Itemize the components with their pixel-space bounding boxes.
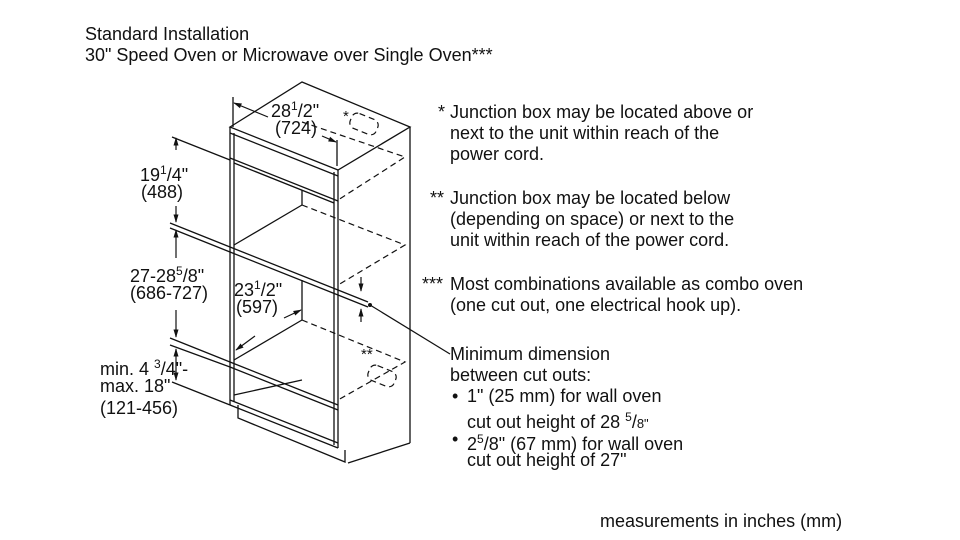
dim-upper-mm: (488) <box>141 182 184 202</box>
dim-num: 1 <box>160 163 167 177</box>
min-line: 1" (25 mm) for wall oven <box>467 386 662 406</box>
dim-cutout: 27-285/8" <box>130 264 205 286</box>
dim-den: 2" <box>265 280 283 300</box>
title-line-1: Standard Installation <box>85 24 250 44</box>
min-line: Minimum dimension <box>450 344 611 364</box>
dim-num: 5 <box>477 432 484 446</box>
dim-num: 5 <box>176 264 183 278</box>
dim-den: 4" <box>171 165 189 185</box>
dim-whole: min. 4 <box>100 359 155 379</box>
dim-lower-mm: (121-456) <box>100 398 179 418</box>
dim-num: 5 <box>625 410 632 424</box>
min-line: 25/8" (67 mm) for wall oven <box>467 429 683 455</box>
note-line: next to the unit within reach of the <box>450 123 720 143</box>
min-line: cut out height of 28 5/8" <box>467 410 649 432</box>
dim-depth-mm: (597) <box>236 297 279 317</box>
note-mark: ** <box>430 188 445 208</box>
junction-box-top <box>349 112 379 136</box>
dim-den: 8" <box>187 266 205 286</box>
note-line: power cord. <box>450 144 545 164</box>
dim-den: 2" <box>302 101 320 121</box>
dim-upper: 191/4" <box>140 163 189 185</box>
dim-num: 1 <box>254 278 261 292</box>
junction-box-bottom <box>367 364 397 388</box>
footer-units: measurements in inches (mm) <box>600 511 843 531</box>
dim-lower-min: min. 4 3/4"- <box>100 357 189 379</box>
dim-depth: 231/2" <box>234 278 283 300</box>
dim-whole: 23 <box>234 280 255 300</box>
min-line: cut out height of 27" <box>467 450 627 470</box>
bullet: • <box>452 429 459 449</box>
note-line: Junction box may be located below <box>450 188 731 208</box>
title-line-2: 30" Speed Oven or Microwave over Single … <box>85 45 493 65</box>
note-line: (depending on space) or next to the <box>450 209 735 229</box>
dim-den: 4"- <box>165 359 189 379</box>
marker-top-box: * <box>343 108 349 125</box>
text: /8" (67 mm) for wall oven <box>483 434 684 454</box>
note-line: unit within reach of the power cord. <box>450 230 730 250</box>
dim-den: 8" <box>636 416 649 431</box>
cabinet-top <box>228 81 412 171</box>
text: 2 <box>467 434 478 454</box>
dim-whole: 28 <box>271 101 292 121</box>
min-line: between cut outs: <box>450 365 592 385</box>
note-mark: *** <box>422 274 444 294</box>
dim-whole: 27-28 <box>130 266 177 286</box>
note-line: Junction box may be located above or <box>450 102 754 122</box>
dim-width: 281/2" <box>271 99 320 121</box>
dim-lower-max: max. 18" <box>100 376 171 396</box>
dim-whole: 19 <box>140 165 161 185</box>
dim-cutout-mm: (686-727) <box>130 283 209 303</box>
marker-bottom-box: ** <box>361 346 373 363</box>
bullet: • <box>452 386 459 406</box>
text: cut out height of 28 <box>467 412 626 432</box>
dim-num: 3 <box>154 357 161 371</box>
note-line: Most combinations available as combo ove… <box>450 274 804 294</box>
note-mark: * <box>438 102 446 122</box>
dim-num: 1 <box>291 99 298 113</box>
note-line: (one cut out, one electrical hook up). <box>450 295 742 315</box>
dim-width-mm: (724) <box>275 118 318 138</box>
